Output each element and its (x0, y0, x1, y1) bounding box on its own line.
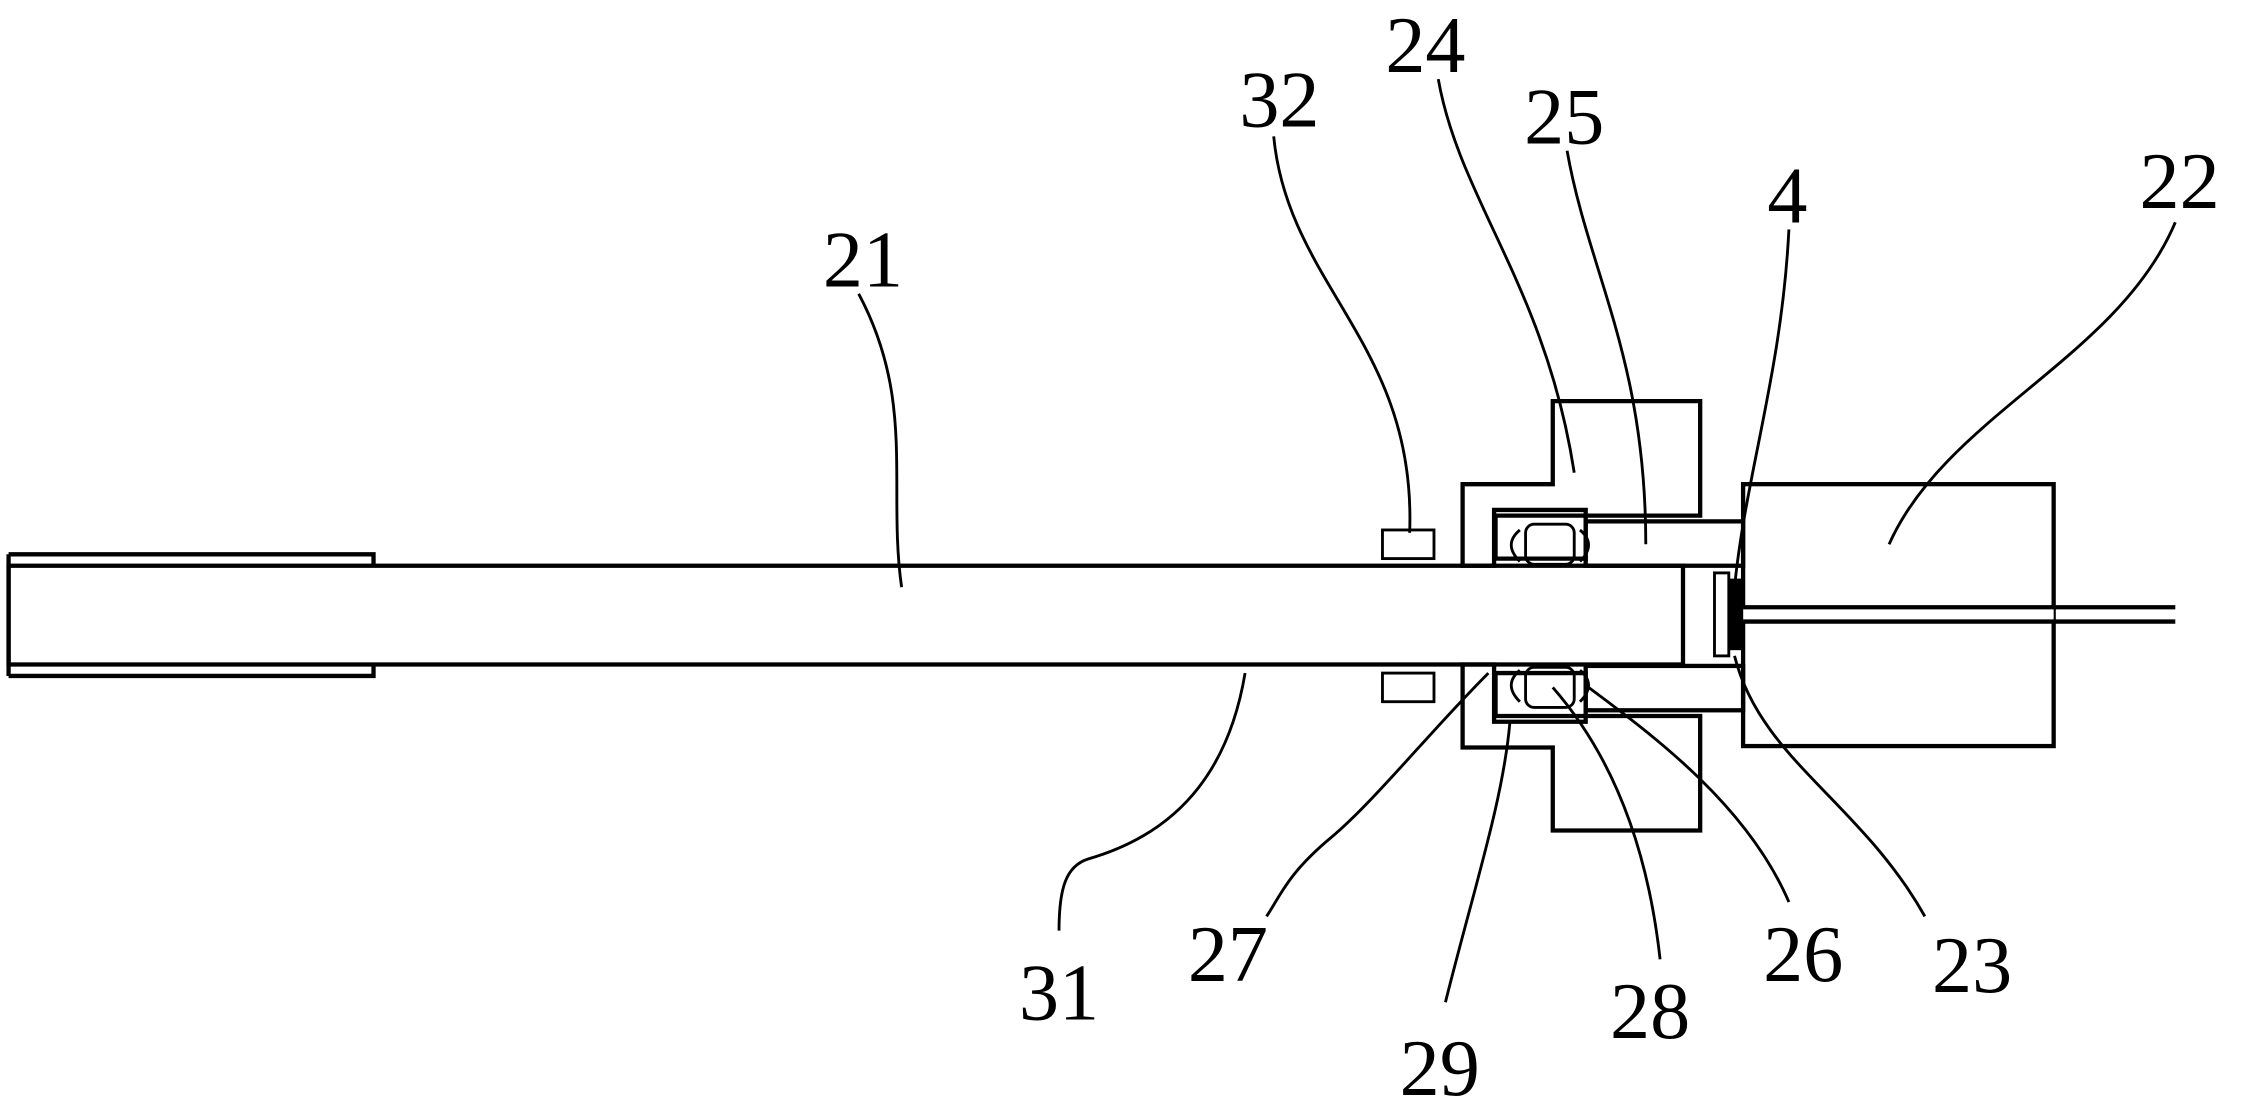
label-26: 26 (1763, 911, 1843, 999)
label-32: 32 (1239, 56, 1319, 144)
end-block-22 (1740, 482, 2176, 749)
label-24: 24 (1385, 2, 1465, 90)
label-4: 4 (1767, 152, 1807, 240)
o-ring-27 (1509, 528, 1590, 703)
sensor-element-23 (1713, 571, 1744, 658)
part-labels: 21 22 23 24 25 26 27 28 29 31 32 4 (823, 2, 2220, 1100)
washer-32 (1381, 528, 1436, 704)
sheath-tube-31 (6, 552, 376, 679)
label-23: 23 (1932, 922, 2012, 1010)
label-22: 22 (2140, 138, 2220, 226)
label-28: 28 (1610, 968, 1690, 1056)
sleeve-25 (1583, 519, 1746, 713)
label-31: 31 (1019, 949, 1099, 1037)
seal-ring-28 (1524, 522, 1576, 709)
leader-lines (857, 78, 2177, 1003)
label-25: 25 (1524, 74, 1604, 162)
label-21: 21 (823, 217, 903, 305)
label-27: 27 (1188, 911, 1268, 999)
label-29: 29 (1400, 1025, 1480, 1100)
housing-24 (1460, 399, 1703, 833)
rod-21 (6, 563, 1686, 667)
